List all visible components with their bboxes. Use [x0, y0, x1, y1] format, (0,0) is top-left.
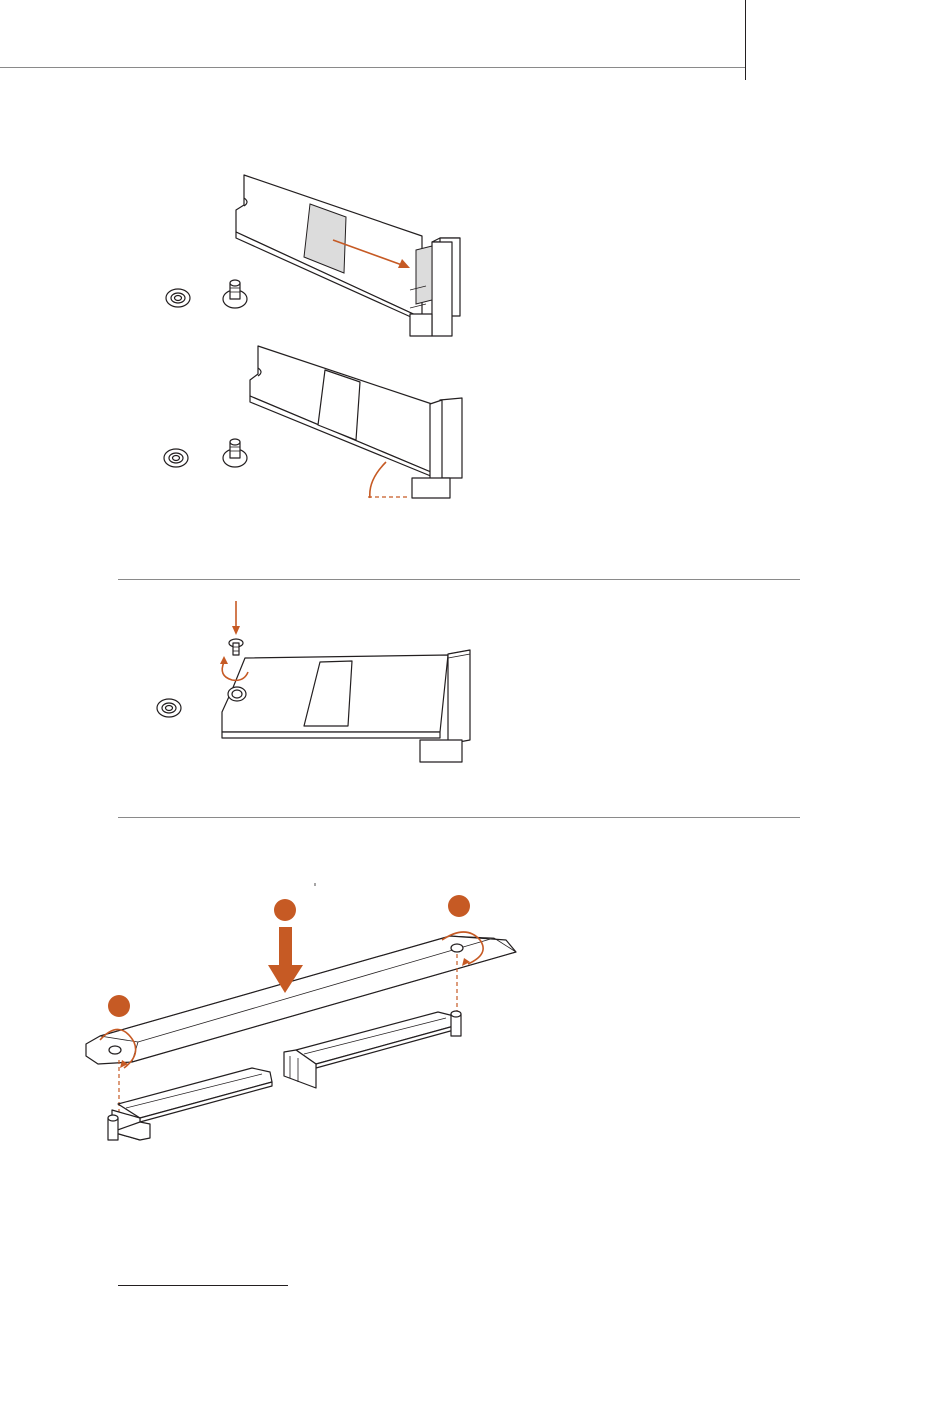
angle-indicator-icon	[368, 462, 410, 498]
m2-slot-icon	[410, 238, 460, 336]
callout-marker-2	[448, 895, 470, 917]
standoff-post-icon	[451, 1011, 461, 1036]
figure-heatsink	[86, 883, 516, 1140]
standoff-icon	[157, 699, 181, 717]
m2-module-icon	[112, 1068, 272, 1140]
figure-insert-module	[166, 175, 460, 336]
m2-module-icon	[250, 346, 438, 479]
standoff-post-icon	[108, 1115, 118, 1140]
m2-module-icon	[222, 655, 448, 738]
callout-marker-3	[108, 995, 130, 1017]
callout-marker-1	[274, 899, 296, 921]
screw-icon	[229, 639, 243, 655]
standoff-icon	[164, 449, 188, 467]
m2-module-icon	[236, 175, 422, 322]
figure-secure-screw	[157, 601, 470, 762]
standoff-icon	[166, 289, 190, 307]
m2-module-icon	[284, 1012, 454, 1088]
screw-standoff-icon	[223, 439, 247, 467]
heatsink-icon	[86, 936, 516, 1064]
screw-down-arrow-icon	[232, 601, 240, 635]
figure-module-angle	[164, 346, 462, 498]
screw-standoff-icon	[223, 280, 247, 308]
